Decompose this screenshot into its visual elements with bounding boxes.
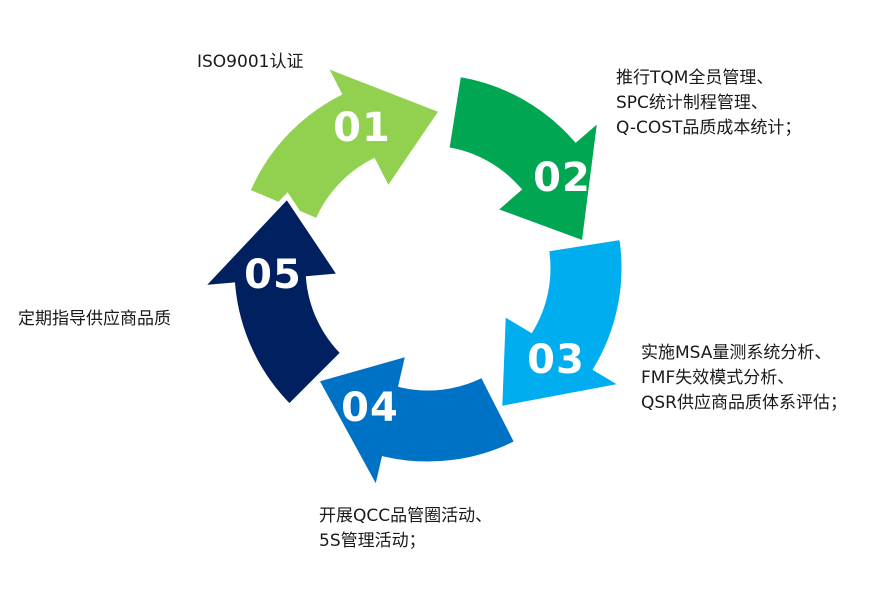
step-04-line-1: 开展QCC品管圈活动、 [319,506,493,526]
step-05-line-1: 定期指导供应商品质 [18,309,171,329]
step-03-line-2: FMF失效模式分析、 [641,368,795,388]
step-number-03: 03 [527,337,585,383]
step-02-line-1: 推行TQM全员管理、 [616,68,774,88]
step-number-05: 05 [244,252,302,298]
step-04-line-2: 5S管理活动； [319,531,426,551]
step-02-line-2: SPC统计制程管理、 [616,93,768,113]
step-05-description: 定期指导供应商品质 [18,307,171,332]
cycle-arrow-01 [244,60,446,225]
step-03-line-1: 实施MSA量测系统分析、 [641,343,832,363]
step-03-line-3: QSR供应商品质体系评估； [641,393,847,413]
step-number-02: 02 [533,155,591,201]
step-04-description: 开展QCC品管圈活动、 5S管理活动； [319,504,492,554]
step-02-description: 推行TQM全员管理、 SPC统计制程管理、 Q-COST品质成本统计； [616,66,801,141]
step-number-04: 04 [341,385,399,431]
cycle-arrow-03 [497,234,631,412]
step-01-line-1: ISO9001认证 [197,52,304,72]
step-03-description: 实施MSA量测系统分析、 FMF失效模式分析、 QSR供应商品质体系评估； [641,341,847,416]
cycle-arrow-04 [312,350,521,498]
cycle-arrow-05 [194,192,347,411]
cycle-arrow-02 [443,71,604,247]
step-02-line-3: Q-COST品质成本统计； [616,118,802,138]
step-01-description: ISO9001认证 [197,50,303,75]
step-number-01: 01 [333,105,391,151]
